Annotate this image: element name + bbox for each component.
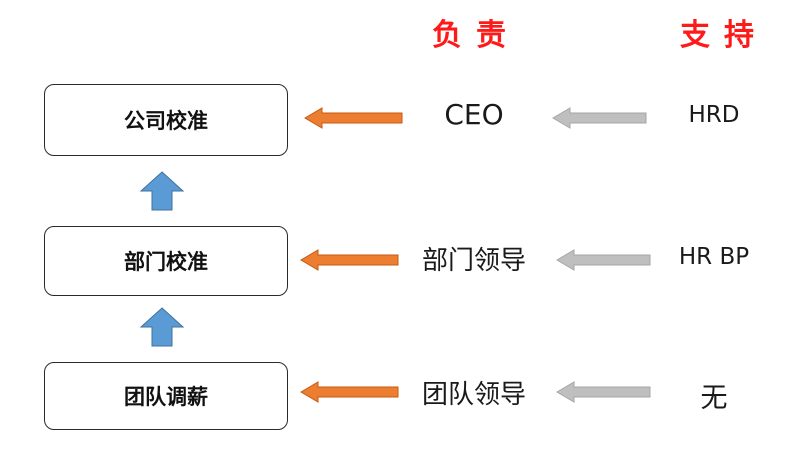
header-responsible: 负责 [432, 18, 520, 53]
support-label-row-2: HR BP [678, 244, 750, 270]
level-label-company: 公司校准 [124, 109, 208, 133]
responsible-label-row-1: CEO [444, 98, 504, 131]
up-arrow-team-to-department [139, 307, 185, 347]
support-arrow-row-3 [556, 381, 651, 403]
responsible-label-row-2: 部门领导 [421, 246, 526, 276]
level-label-team: 团队调薪 [124, 385, 208, 409]
support-arrow-row-1 [552, 107, 647, 129]
up-arrow-department-to-company [139, 171, 185, 211]
responsible-label-row-3: 团队领导 [421, 380, 526, 410]
level-box-team: 团队调薪 [44, 362, 288, 430]
support-label-row-3: 无 [700, 383, 728, 414]
support-label-row-1: HRD [688, 102, 740, 128]
level-label-department: 部门校准 [124, 250, 208, 274]
responsible-arrow-row-2 [300, 249, 399, 271]
support-arrow-row-2 [556, 249, 651, 271]
level-box-company: 公司校准 [44, 84, 288, 156]
responsible-arrow-row-1 [304, 107, 403, 129]
header-support: 支持 [680, 18, 768, 53]
responsible-arrow-row-3 [300, 381, 399, 403]
level-box-department: 部门校准 [44, 226, 288, 296]
